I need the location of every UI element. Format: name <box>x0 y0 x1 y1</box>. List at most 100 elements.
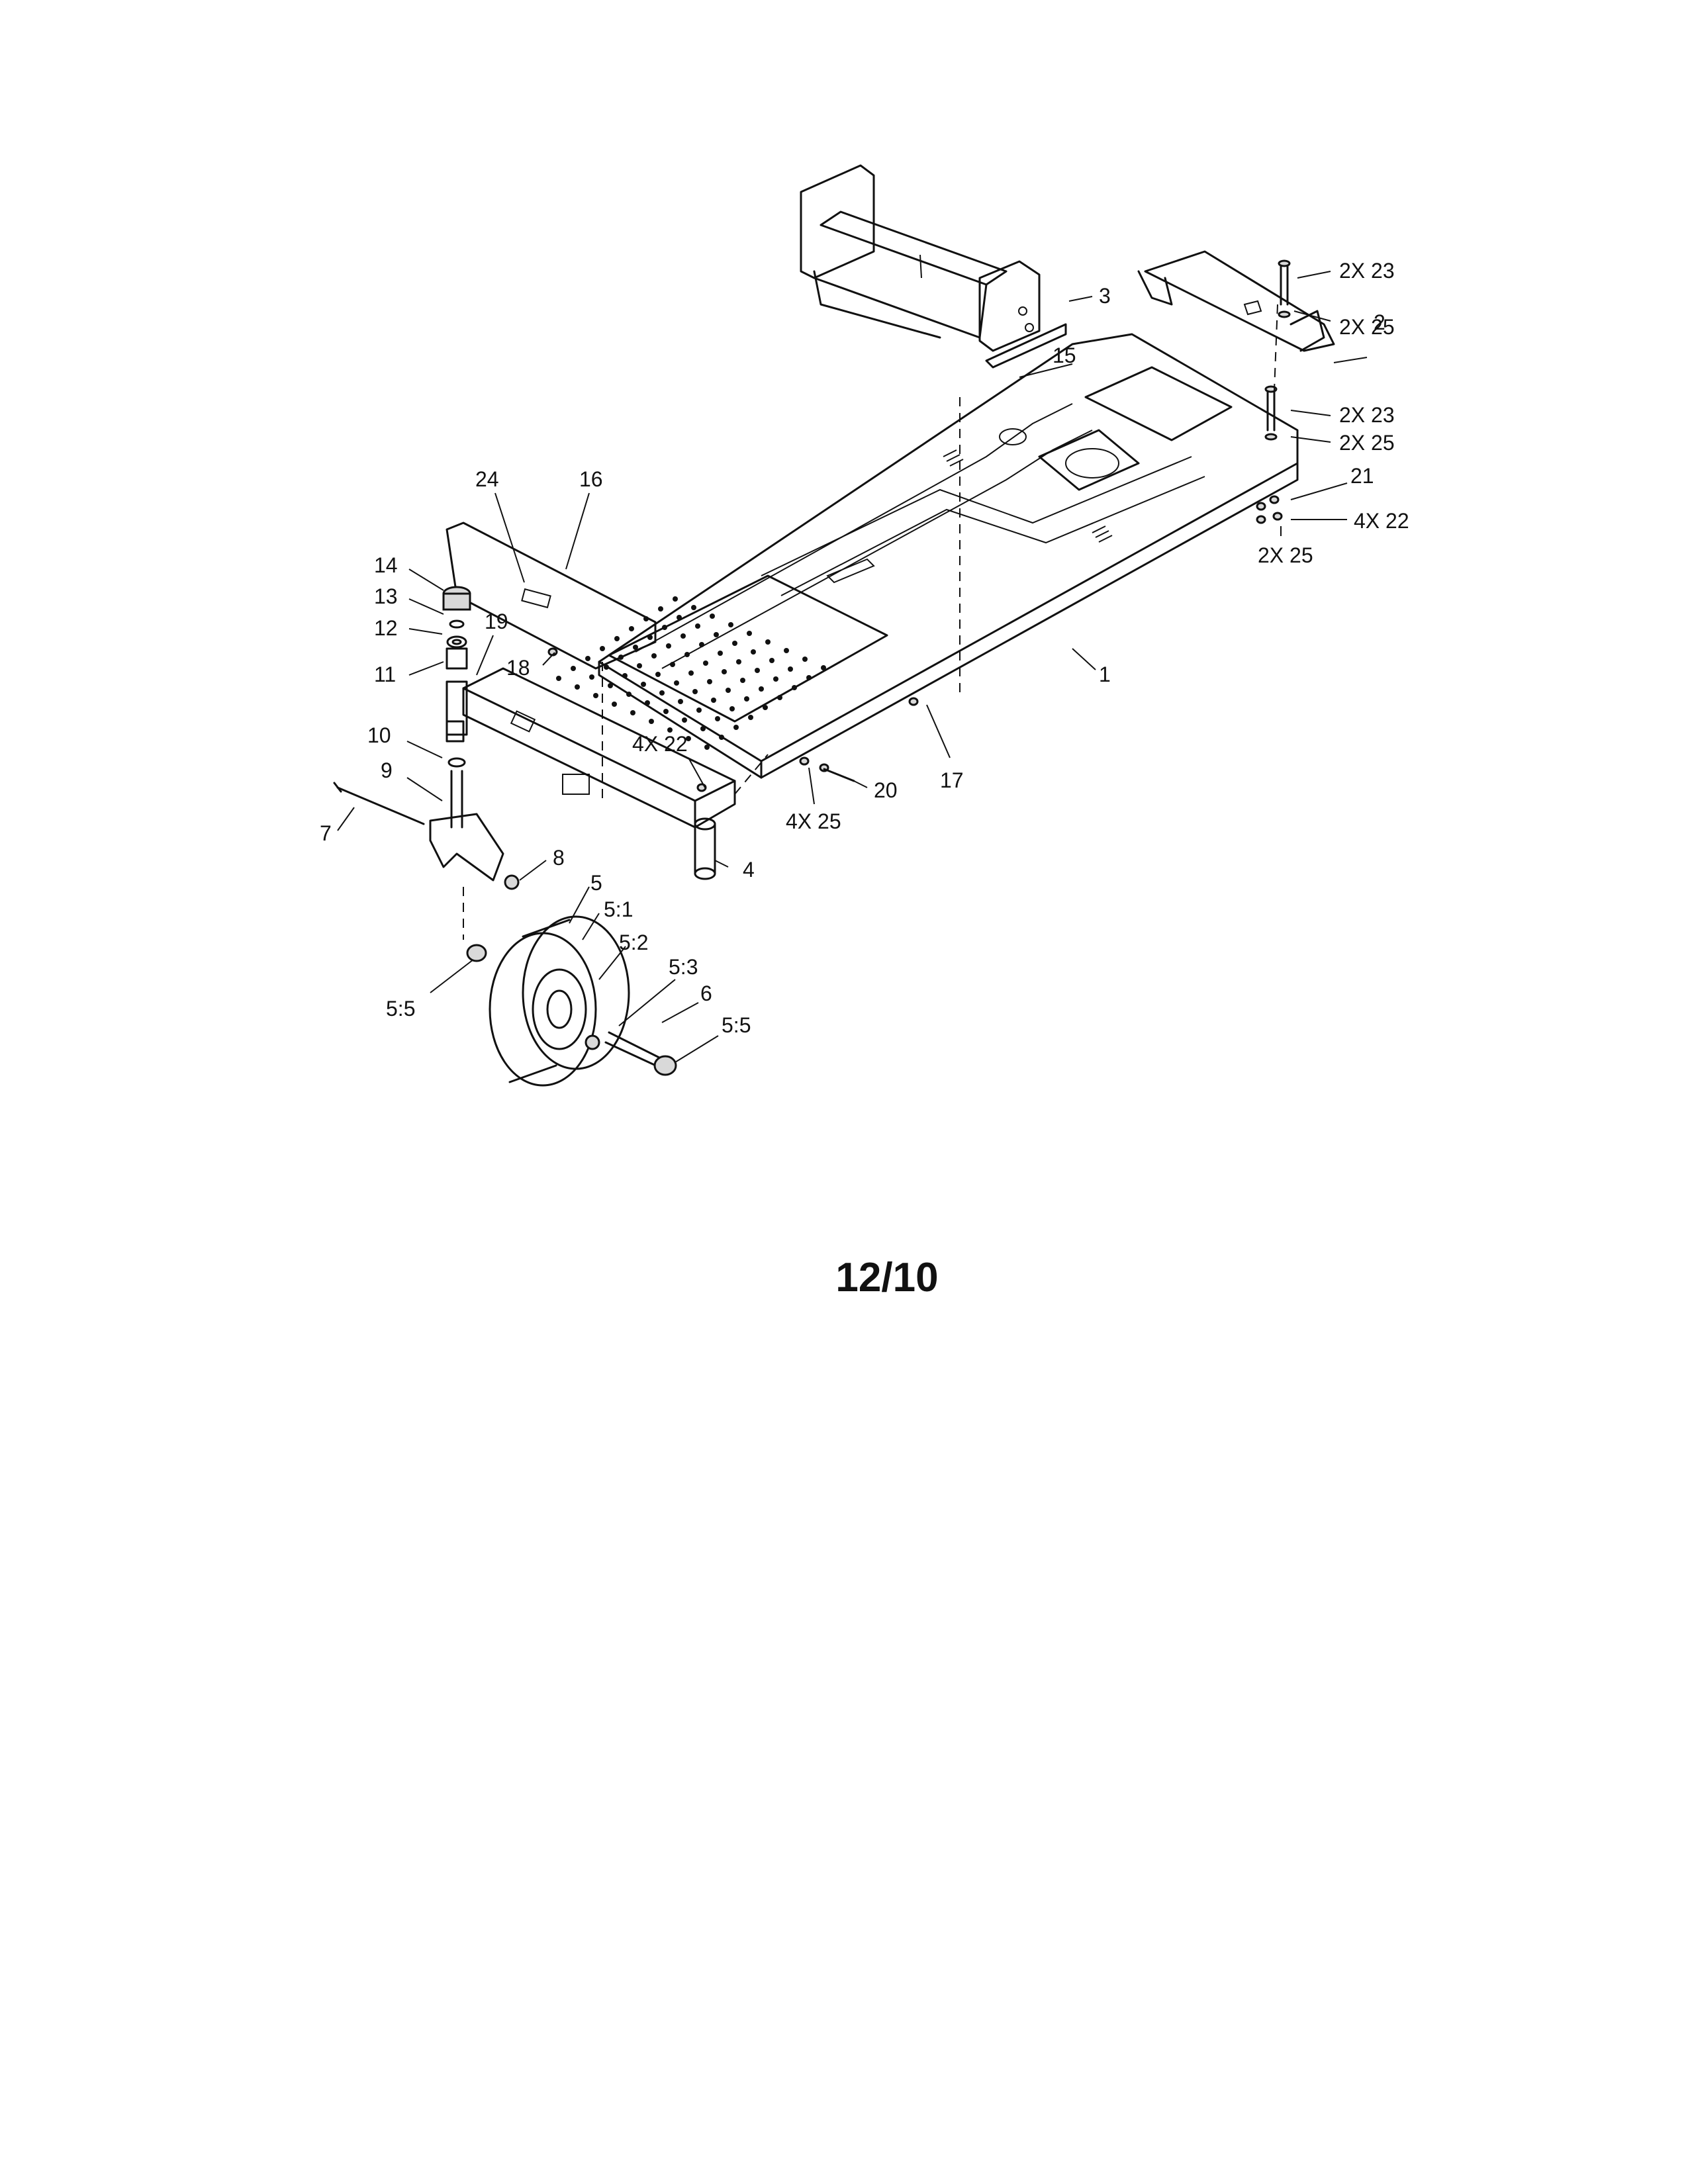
perforation-hole <box>651 653 657 659</box>
perforation-hole <box>755 668 760 673</box>
perforation-hole <box>692 689 698 694</box>
main-frame-part <box>598 333 1299 779</box>
perforation-hole <box>704 745 710 750</box>
perforation-hole <box>769 658 774 663</box>
perforation-hole <box>667 727 673 733</box>
perforation-hole <box>666 643 671 649</box>
perforation-hole <box>626 692 632 697</box>
perforation-hole <box>614 636 620 641</box>
perforation-hole <box>682 717 687 723</box>
perforation-hole <box>604 664 609 670</box>
callout-14: 14 <box>374 553 398 577</box>
front-cross-tube-part <box>462 667 736 880</box>
perforation-hole <box>718 651 723 656</box>
perforation-hole <box>728 622 733 627</box>
perforation-hole <box>700 726 706 731</box>
perforation-hole <box>680 633 686 639</box>
callout-8: 8 <box>553 846 565 870</box>
perforation-hole <box>585 656 590 661</box>
perforation-hole <box>707 679 712 684</box>
perforation-hole <box>736 659 741 664</box>
perforation-hole <box>645 700 650 705</box>
perforation-hole <box>699 642 704 647</box>
perforation-hole <box>733 725 739 730</box>
callout-4: 4 <box>743 858 755 882</box>
callout-4x22-a: 4X 22 <box>1354 509 1409 533</box>
callout-5-5-a: 5:5 <box>386 997 415 1021</box>
callout-18: 18 <box>506 656 530 680</box>
perforation-hole <box>647 635 653 640</box>
perforation-hole <box>677 615 682 620</box>
perforation-hole <box>673 596 678 602</box>
perforation-hole <box>622 673 628 678</box>
perforation-hole <box>696 707 702 713</box>
perforation-hole <box>821 665 826 670</box>
perforation-hole <box>670 662 675 667</box>
perforation-hole <box>641 682 646 687</box>
perforation-hole <box>612 702 617 707</box>
rear-bumper-part <box>1137 250 1335 352</box>
callout-5: 5 <box>590 871 602 895</box>
callout-5-3: 5:3 <box>669 955 698 979</box>
callout-2x25-b: 2X 25 <box>1339 431 1395 455</box>
perforation-hole <box>608 683 613 688</box>
perforation-hole <box>678 699 683 704</box>
callout-1: 1 <box>1099 662 1111 686</box>
perforation-hole <box>711 698 716 703</box>
perforation-hole <box>806 675 812 680</box>
perforation-hole <box>703 660 708 666</box>
callout-2x25-a: 2X 25 <box>1339 315 1395 339</box>
perforation-hole <box>759 686 764 692</box>
callout-19: 19 <box>485 610 508 633</box>
perforation-hole <box>688 670 694 676</box>
callout-20: 20 <box>874 778 898 802</box>
callout-3: 3 <box>1099 284 1111 308</box>
perforation-hole <box>695 623 700 629</box>
perforation-hole <box>571 666 576 671</box>
perforation-hole <box>751 649 756 655</box>
perforation-hole <box>556 676 561 681</box>
callout-2x23-a: 2X 23 <box>1339 259 1395 283</box>
perforation-hole <box>719 735 724 740</box>
rear-bolts-hardware <box>547 259 1291 792</box>
perforation-hole <box>732 641 737 646</box>
perforation-hole <box>686 736 691 741</box>
perforation-hole <box>722 669 727 674</box>
callout-labels: 2X 23 2X 25 3 2 15 2X 23 2X 25 21 4X 22 … <box>320 259 1409 1037</box>
perforation-hole <box>659 690 665 696</box>
callout-leader-lines <box>337 271 1368 1063</box>
callout-2: 2 <box>1374 310 1385 334</box>
perforation-hole <box>674 680 679 686</box>
callout-16: 16 <box>579 467 603 491</box>
callout-13: 13 <box>374 584 398 608</box>
callout-17: 17 <box>940 768 964 792</box>
perforation-hole <box>729 706 735 711</box>
callout-24: 24 <box>475 467 499 491</box>
perforation-hole <box>691 605 696 610</box>
callout-2x23-b: 2X 23 <box>1339 403 1395 427</box>
perforation-hole <box>788 666 793 672</box>
perforation-hole <box>740 678 745 683</box>
perforation-hole <box>658 606 663 612</box>
perforation-hole <box>663 709 669 714</box>
perforation-hole <box>655 672 661 677</box>
callout-5-5-b: 5:5 <box>722 1013 751 1037</box>
callout-15: 15 <box>1053 343 1076 367</box>
callout-5-1: 5:1 <box>604 897 633 921</box>
seat-support-part <box>800 164 1067 369</box>
perforation-hole <box>637 663 642 668</box>
perforation-hole <box>662 625 667 630</box>
perforated-foot-plate <box>556 574 888 750</box>
perforation-hole <box>649 719 654 724</box>
callout-4x25: 4X 25 <box>786 809 841 833</box>
perforation-hole <box>747 631 752 636</box>
perforation-hole <box>714 632 719 637</box>
callout-6: 6 <box>700 981 712 1005</box>
callout-4x22-b: 4X 22 <box>632 732 688 756</box>
perforation-hole <box>802 657 808 662</box>
perforation-hole <box>575 684 580 690</box>
perforation-hole <box>777 695 782 700</box>
callout-9: 9 <box>381 758 393 782</box>
callout-21: 21 <box>1350 464 1374 488</box>
caster-wheel-part <box>466 915 677 1087</box>
